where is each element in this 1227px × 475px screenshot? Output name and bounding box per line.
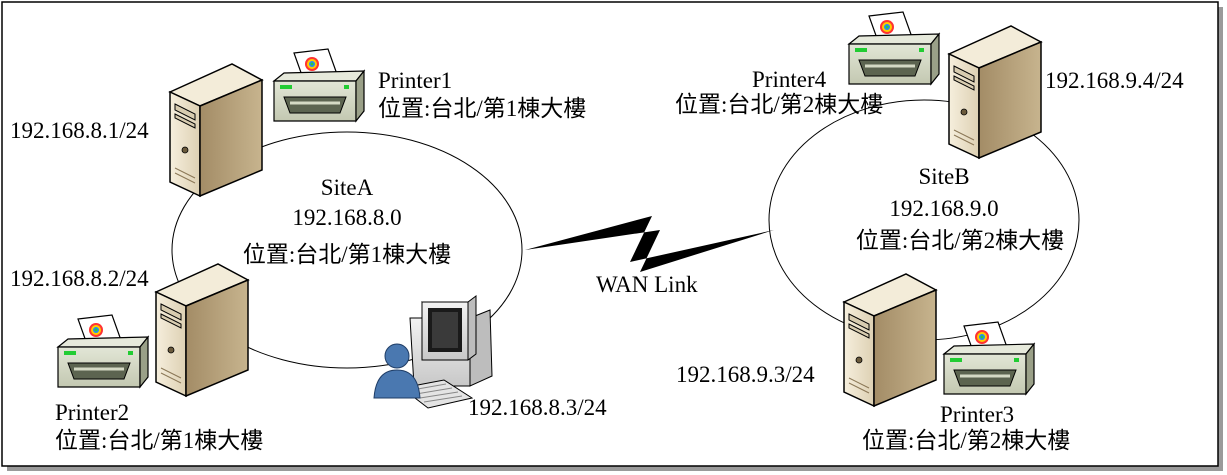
server3-ip: 192.168.9.3/24 — [676, 362, 815, 387]
site-b-network: 192.168.9.0 — [889, 196, 999, 221]
printer1-location: 位置:台北/第1棟大樓 — [378, 96, 587, 121]
printer4-name: Printer4 — [752, 67, 827, 92]
lightning-bolt-icon — [525, 216, 774, 272]
printer1-name: Printer1 — [378, 68, 453, 93]
server4-ip: 192.168.9.4/24 — [1045, 68, 1184, 93]
site-a-name: SiteA — [320, 175, 374, 200]
site-a-location: 位置:台北/第1棟大樓 — [242, 242, 452, 267]
printer4-location: 位置:台北/第2棟大樓 — [675, 92, 884, 117]
wan-link-label: WAN Link — [596, 272, 698, 297]
site-b-name: SiteB — [918, 164, 970, 189]
printer2-location: 位置:台北/第1棟大樓 — [55, 428, 264, 453]
printer2-name: Printer2 — [55, 400, 130, 425]
server2-ip: 192.168.8.2/24 — [10, 266, 149, 291]
site-b-location: 位置:台北/第2棟大樓 — [855, 228, 1065, 253]
workstation-computer-icon — [400, 295, 493, 409]
printer3-name: Printer3 — [940, 402, 1015, 427]
site-a-network: 192.168.8.0 — [292, 205, 402, 230]
server1-ip: 192.168.8.1/24 — [10, 118, 149, 143]
workstation-ip: 192.168.8.3/24 — [468, 395, 607, 420]
site-a-ellipse — [171, 131, 523, 369]
user-icon — [373, 343, 421, 399]
printer3-location: 位置:台北/第2棟大樓 — [862, 428, 1071, 453]
